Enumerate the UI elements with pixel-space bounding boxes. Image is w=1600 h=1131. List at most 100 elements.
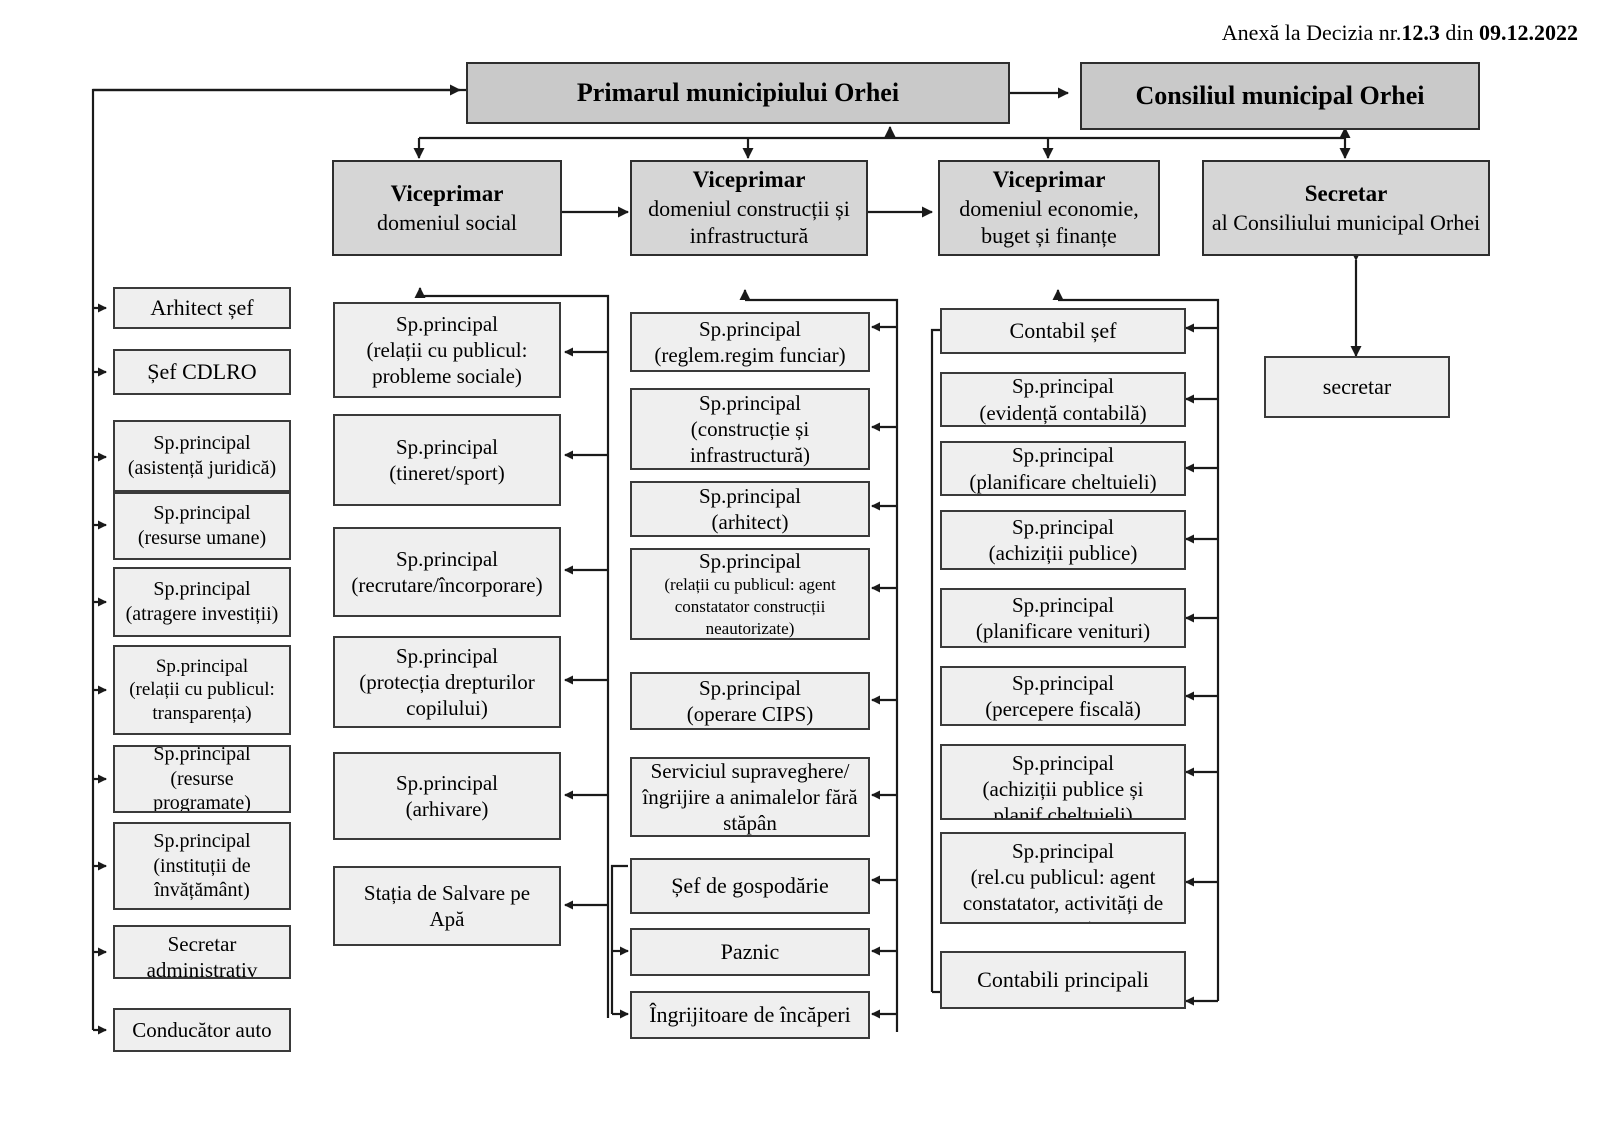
node-probleme-sociale-l3: probleme sociale) (372, 364, 522, 389)
node-achizitii-publice-planif-cheltuieli-l1: Sp.principal (1011, 751, 1115, 775)
node-achizitii-publice[interactable]: Sp.principal (achiziții publice) (940, 510, 1186, 570)
node-rel-publicul-transparenta[interactable]: Sp.principal (relații cu publicul: trans… (113, 645, 291, 735)
node-probleme-sociale[interactable]: Sp.principal (relații cu publicul: probl… (333, 302, 561, 398)
node-planificare-cheltuieli[interactable]: Sp.principal (planificare cheltuieli) (940, 441, 1186, 496)
node-mayor-label: Primarul municipiului Orhei (576, 77, 900, 107)
node-achizitii-publice-planif-cheltuieli-l2: (achiziții publice și (982, 777, 1144, 802)
node-council-label: Consiliul municipal Orhei (1135, 80, 1425, 110)
node-contabil-sef[interactable]: Contabil șef (940, 308, 1186, 354)
node-asistenta-juridica-l2: (asistență juridică) (127, 457, 277, 479)
node-secretar-label: secretar (1322, 374, 1392, 400)
node-recrutare-incorporare[interactable]: Sp.principal (recrutare/încorporare) (333, 527, 561, 617)
node-arhivare[interactable]: Sp.principal (arhivare) (333, 752, 561, 840)
node-statia-salvare-apa-l1: Stația de Salvare pe (363, 880, 531, 905)
node-conducator-auto[interactable]: Conducător auto (113, 1008, 291, 1052)
node-sef-gospodarie[interactable]: Șef de gospodărie (630, 858, 870, 914)
annex-middle: din (1439, 20, 1479, 45)
node-secretar-consiliu-title: Secretar (1304, 181, 1388, 207)
node-arhitect-l2: (arhitect) (711, 510, 789, 534)
node-secretar-administrativ[interactable]: Secretar administrativ (113, 925, 291, 979)
node-ingrijitoare-incaperi-label: Îngrijitoare de încăperi (649, 1002, 851, 1028)
node-protectia-drepturilor-copilului[interactable]: Sp.principal (protecția drepturilor copi… (333, 636, 561, 728)
node-reglem-regim-funciar-l2: (reglem.regim funciar) (654, 343, 846, 367)
node-arhitect-l1: Sp.principal (698, 483, 802, 508)
node-achizitii-publice-planif-cheltuieli[interactable]: Sp.principal (achiziții publice și plani… (940, 744, 1186, 820)
node-arhitect[interactable]: Sp.principal (arhitect) (630, 481, 870, 537)
node-resurse-umane-l1: Sp.principal (153, 502, 251, 525)
node-rel-publicul-transparenta-l3: transparența) (152, 702, 252, 724)
node-agent-constatator-constructii-l3: constatator construcții (674, 597, 826, 617)
node-planificare-venituri-l2: (planificare venituri) (975, 619, 1151, 643)
node-constructie-infrastructura[interactable]: Sp.principal (construcție și infrastruct… (630, 388, 870, 470)
node-probleme-sociale-l1: Sp.principal (395, 311, 499, 336)
node-resurse-programate-l1: Sp.principal (153, 745, 251, 765)
node-serviciu-animale-fara-stapan-l3: stăpân (723, 811, 777, 836)
node-probleme-sociale-l2: (relații cu publicul: (366, 337, 528, 362)
node-agent-constatator-comert-l3: constatator, activități de (962, 891, 1164, 916)
node-agent-constatator-comert[interactable]: Sp.principal (rel.cu publicul: agent con… (940, 832, 1186, 924)
node-agent-constatator-constructii[interactable]: Sp.principal (relații cu publicul: agent… (630, 548, 870, 640)
node-planificare-cheltuieli-l1: Sp.principal (1011, 443, 1115, 468)
node-viceprimar-economie[interactable]: Viceprimar domeniul economie, buget și f… (938, 160, 1160, 256)
node-contabili-principali[interactable]: Contabili principali (940, 951, 1186, 1009)
node-resurse-umane-l2: (resurse umane) (137, 527, 267, 549)
node-planificare-venituri-l1: Sp.principal (1011, 592, 1115, 617)
node-constructie-infrastructura-l2: (construcție și (690, 416, 810, 441)
node-resurse-umane[interactable]: Sp.principal (resurse umane) (113, 492, 291, 560)
node-viceprimar-constructii[interactable]: Viceprimar domeniul construcții și infra… (630, 160, 868, 256)
node-protectia-drepturilor-copilului-l3: copilului) (406, 696, 488, 721)
node-mayor[interactable]: Primarul municipiului Orhei (466, 62, 1010, 124)
node-rel-publicul-transparenta-l2: (relații cu publicul: (129, 679, 275, 701)
node-institutii-invatamant-l1: Sp.principal (153, 829, 251, 852)
node-protectia-drepturilor-copilului-l2: (protecția drepturilor (359, 669, 535, 694)
node-council[interactable]: Consiliul municipal Orhei (1080, 62, 1480, 130)
node-agent-constatator-comert-l2: (rel.cu publicul: agent (970, 865, 1156, 890)
node-viceprimar-constructii-sub1: domeniul construcții și (648, 195, 850, 221)
node-evidenta-contabila-l1: Sp.principal (1011, 374, 1115, 399)
node-achizitii-publice-planif-cheltuieli-l3: planif.cheltuieli) (993, 803, 1133, 820)
node-resurse-programate[interactable]: Sp.principal (resurse programate) (113, 745, 291, 813)
node-arhitect-sef-label: Arhitect șef (150, 295, 254, 321)
node-atragere-investitii-l1: Sp.principal (153, 578, 251, 601)
node-conducator-auto-label: Conducător auto (132, 1017, 272, 1042)
node-percepere-fiscala[interactable]: Sp.principal (percepere fiscală) (940, 666, 1186, 726)
node-rel-publicul-transparenta-l1: Sp.principal (155, 655, 249, 677)
node-viceprimar-economie-sub2: buget și finanțe (981, 223, 1117, 249)
node-atragere-investitii[interactable]: Sp.principal (atragere investiții) (113, 567, 291, 637)
node-agent-constatator-constructii-l2: (relații cu publicul: agent (664, 575, 836, 595)
node-paznic[interactable]: Paznic (630, 928, 870, 976)
node-secretar-consiliu[interactable]: Secretar al Consiliului municipal Orhei (1202, 160, 1490, 256)
node-reglem-regim-funciar[interactable]: Sp.principal (reglem.regim funciar) (630, 312, 870, 372)
node-institutii-invatamant-l3: învățământ) (154, 879, 250, 902)
node-sef-cdlro[interactable]: Șef CDLRO (113, 349, 291, 395)
node-planificare-cheltuieli-l2: (planificare cheltuieli) (969, 469, 1157, 494)
node-serviciu-animale-fara-stapan[interactable]: Serviciul supraveghere/ îngrijire a anim… (630, 757, 870, 837)
node-arhivare-l1: Sp.principal (395, 770, 499, 795)
node-recrutare-incorporare-l2: (recrutare/încorporare) (351, 573, 543, 597)
node-viceprimar-social[interactable]: Viceprimar domeniul social (332, 160, 562, 256)
annex-note: Anexă la Decizia nr.12.3 din 09.12.2022 (1222, 20, 1578, 46)
node-asistenta-juridica[interactable]: Sp.principal (asistență juridică) (113, 420, 291, 492)
node-planificare-venituri[interactable]: Sp.principal (planificare venituri) (940, 588, 1186, 648)
node-percepere-fiscala-l1: Sp.principal (1011, 670, 1115, 695)
node-institutii-invatamant-l2: (instituții de (153, 854, 251, 877)
node-viceprimar-social-subtitle: domeniul social (377, 209, 517, 235)
node-operare-cips[interactable]: Sp.principal (operare CIPS) (630, 672, 870, 730)
node-tineret-sport[interactable]: Sp.principal (tineret/sport) (333, 414, 561, 506)
node-evidenta-contabila[interactable]: Sp.principal (evidență contabilă) (940, 372, 1186, 427)
node-secretar[interactable]: secretar (1264, 356, 1450, 418)
node-viceprimar-economie-sub1: domeniul economie, (959, 195, 1139, 221)
node-sef-cdlro-label: Șef CDLRO (147, 359, 257, 385)
node-viceprimar-constructii-sub2: infrastructură (689, 223, 809, 249)
node-tineret-sport-l2: (tineret/sport) (389, 461, 505, 485)
node-ingrijitoare-incaperi[interactable]: Îngrijitoare de încăperi (630, 991, 870, 1039)
node-asistenta-juridica-l1: Sp.principal (153, 432, 251, 455)
node-agent-constatator-constructii-l1: Sp.principal (698, 549, 802, 574)
node-constructie-infrastructura-l1: Sp.principal (698, 390, 802, 415)
node-protectia-drepturilor-copilului-l1: Sp.principal (395, 643, 499, 668)
node-arhitect-sef[interactable]: Arhitect șef (113, 287, 291, 329)
node-statia-salvare-apa[interactable]: Stația de Salvare pe Apă (333, 866, 561, 946)
node-institutii-invatamant[interactable]: Sp.principal (instituții de învățământ) (113, 822, 291, 910)
node-viceprimar-economie-title: Viceprimar (992, 167, 1106, 193)
